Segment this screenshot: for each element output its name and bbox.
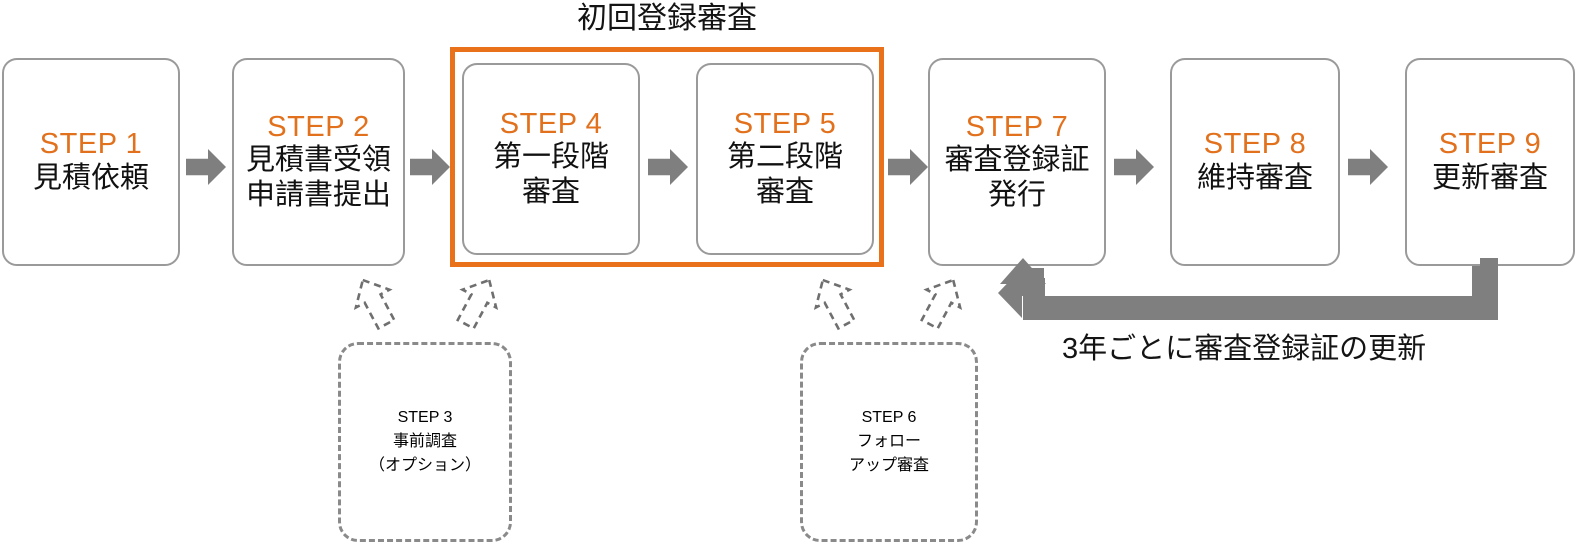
step3-body-line-1: 事前調査	[392, 433, 457, 450]
step7-body-line-1: 審査登録証	[944, 144, 1090, 177]
step-box-step6[interactable]: STEP 6 フォロー アップ審査	[800, 342, 978, 542]
arrow-step3-to-step4-icon	[456, 278, 499, 331]
step-box-step8[interactable]: STEP 8 維持審査	[1170, 58, 1340, 266]
initial-registration-audit-group-frame	[450, 47, 884, 267]
step4-step-label: STEP 4	[499, 107, 603, 140]
step1-step-label: STEP 1	[39, 128, 143, 161]
arrow-step2-to-step4-icon	[410, 149, 450, 185]
group-title-initial-registration-audit: 初回登録審査	[577, 2, 757, 35]
step3-option-note: （オプション）	[368, 457, 481, 474]
arrow-step5-to-step7-icon	[888, 149, 928, 185]
arrow-step1-to-step2-icon	[186, 149, 226, 185]
step5-body-line-1: 第二段階	[726, 141, 843, 174]
step-box-step1[interactable]: STEP 1 見積依頼	[2, 58, 180, 266]
loop-caption: 3年ごとに審査登録証の更新	[1062, 333, 1427, 365]
step2-body-line-2: 申請書提出	[245, 179, 391, 212]
arrow-step9-to-step7-icon	[998, 258, 1498, 320]
step-box-step3[interactable]: STEP 3 事前調査 （オプション）	[338, 342, 512, 542]
step5-body-line-2: 審査	[755, 176, 814, 209]
step9-step-label: STEP 9	[1438, 128, 1542, 161]
step7-body-line-2: 発行	[987, 179, 1046, 212]
step-box-step7[interactable]: STEP 7 審査登録証 発行	[928, 58, 1106, 266]
step3-step-label: STEP 3	[397, 409, 453, 426]
step-box-step2[interactable]: STEP 2 見積書受領 申請書提出	[232, 58, 405, 266]
step9-body-line-1: 更新審査	[1431, 161, 1548, 194]
arrow-step8-to-step9-icon	[1348, 149, 1388, 185]
step8-body-line-1: 維持審査	[1196, 161, 1313, 194]
arrow-step3-to-step2-icon	[353, 278, 396, 331]
step4-body-line-2: 審査	[521, 176, 580, 209]
step2-body-line-1: 見積書受領	[245, 144, 391, 177]
step5-step-label: STEP 5	[733, 107, 837, 140]
arrow-step7-to-step8-icon	[1114, 149, 1154, 185]
step7-step-label: STEP 7	[965, 110, 1069, 143]
step2-step-label: STEP 2	[267, 110, 370, 143]
step8-step-label: STEP 8	[1203, 128, 1307, 161]
step6-body-line-1: フォロー	[856, 433, 921, 450]
step-box-step5[interactable]: STEP 5 第二段階 審査	[696, 63, 874, 255]
step-box-step4[interactable]: STEP 4 第一段階 審査	[462, 63, 640, 255]
step4-body-line-1: 第一段階	[492, 141, 609, 174]
step-box-step9[interactable]: STEP 9 更新審査	[1405, 58, 1575, 266]
step6-body-line-2: アップ審査	[848, 457, 929, 474]
step6-step-label: STEP 6	[861, 409, 917, 426]
arrow-step6-to-step5-right-icon	[920, 278, 963, 331]
step1-body-line-1: 見積依頼	[32, 161, 149, 194]
arrow-step6-to-step5-left-icon	[813, 278, 856, 331]
